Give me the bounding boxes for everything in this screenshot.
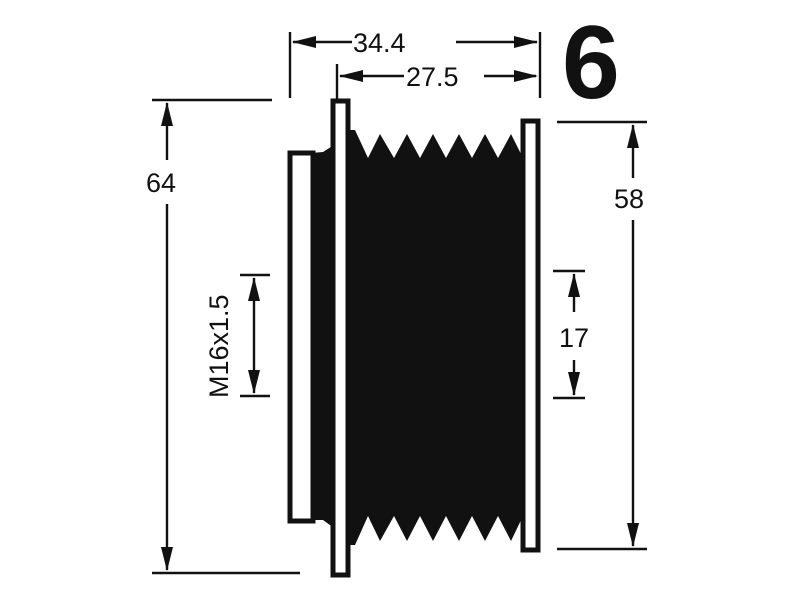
pulley-body bbox=[287, 98, 541, 578]
pulley-hub bbox=[287, 150, 316, 524]
dimension-pulley-width: 27.5 bbox=[335, 62, 538, 100]
outer-diameter-label: 64 bbox=[146, 168, 176, 198]
dimension-bore: 17 bbox=[553, 269, 589, 400]
bore-label: 17 bbox=[559, 323, 589, 353]
dimension-groove-diameter: 58 bbox=[557, 120, 647, 551]
rib-count-label: 6 bbox=[562, 5, 620, 121]
dimension-outer-diameter: 64 bbox=[146, 98, 300, 575]
groove-diameter-label: 58 bbox=[614, 184, 644, 214]
hub-transition bbox=[311, 145, 334, 528]
right-flange bbox=[520, 118, 541, 553]
thread-label: M16x1.5 bbox=[204, 294, 234, 398]
pulley-width-label: 27.5 bbox=[406, 62, 459, 92]
left-flange bbox=[330, 98, 351, 578]
dimension-thread: M16x1.5 bbox=[204, 273, 270, 398]
grooved-section bbox=[348, 130, 523, 545]
dimension-overall-width: 34.4 bbox=[288, 28, 542, 98]
overall-width-label: 34.4 bbox=[353, 28, 406, 58]
